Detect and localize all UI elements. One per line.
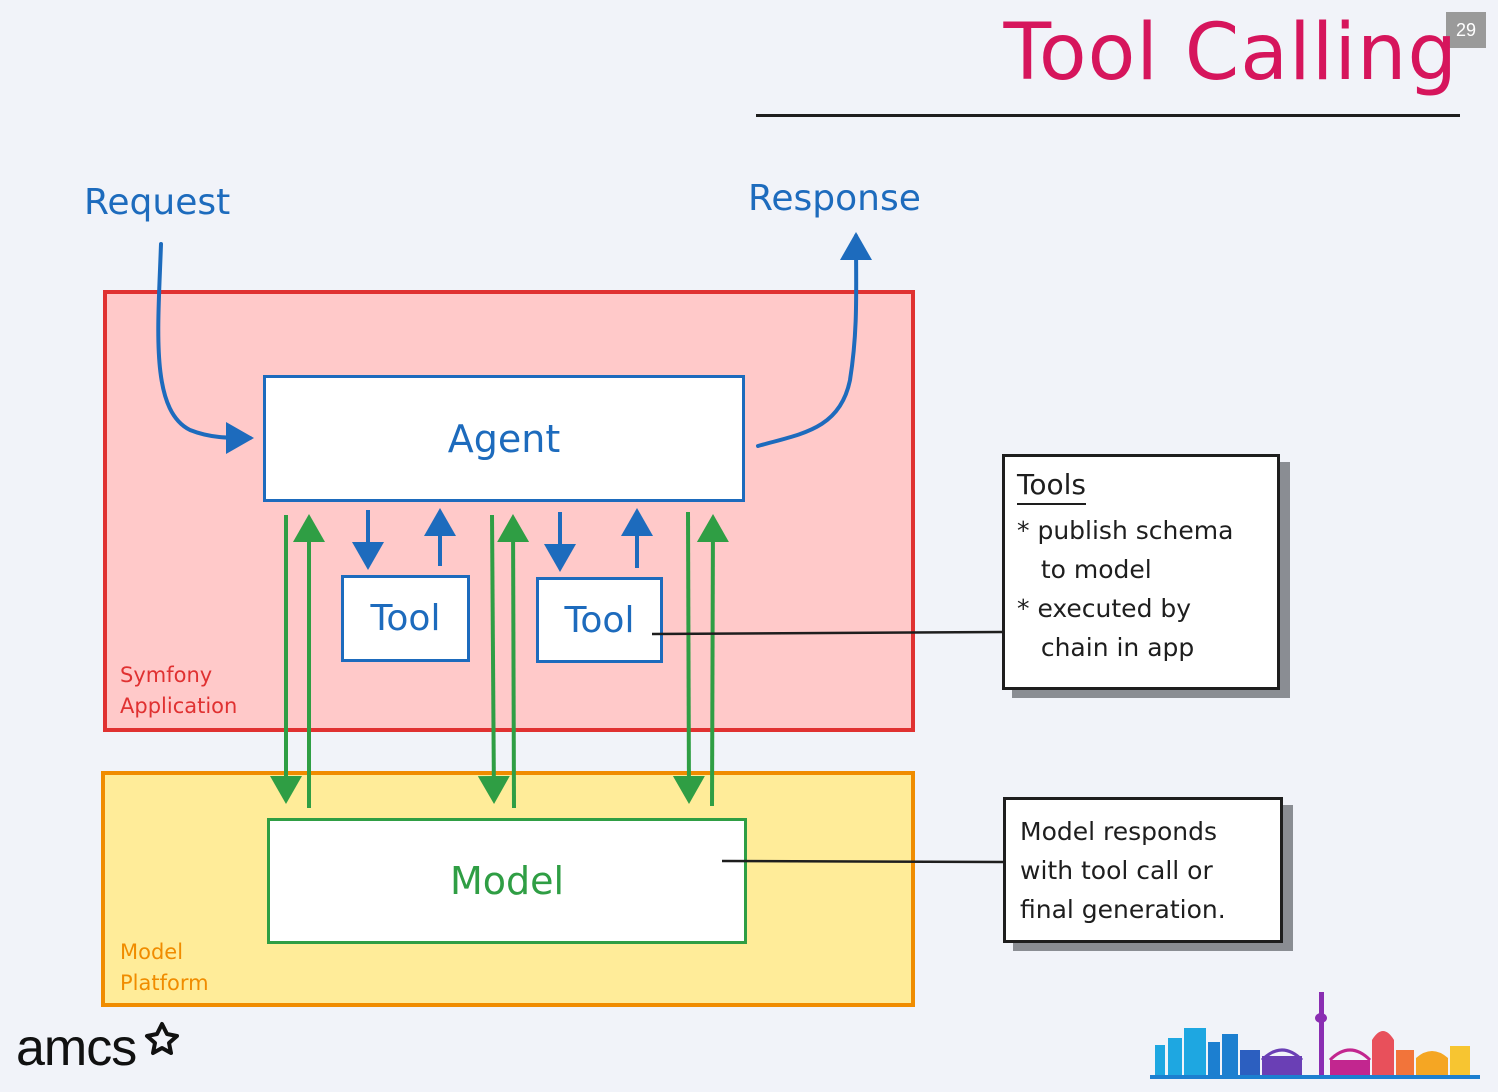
response-arrow [756, 232, 873, 448]
request-label: Request [84, 182, 231, 223]
agent-label: Agent [447, 416, 561, 461]
tools-note-title: Tools [1017, 467, 1086, 505]
request-arrow [156, 242, 254, 454]
tools-note-line: chain in app [1017, 633, 1195, 662]
tool-2-label: Tool [564, 599, 635, 641]
model-to-agent-arrow-2 [497, 514, 530, 809]
tools-note-line: to model [1017, 555, 1152, 584]
tool-1-label: Tool [370, 598, 441, 639]
page-title: Tool Calling [1003, 8, 1458, 98]
model-to-agent-arrow-3 [696, 514, 729, 807]
model-note-line: Model responds [1020, 817, 1218, 846]
agent-node: Agent [263, 375, 745, 502]
model-platform-label: Model Platform [120, 940, 209, 995]
slide-number: 29 [1446, 12, 1486, 48]
tools-note: Tools * publish schema to model * execut… [1002, 454, 1280, 690]
amcs-logo-mark [145, 1022, 179, 1055]
city-skyline-illustration [1150, 992, 1480, 1079]
tool-node-1: Tool [341, 575, 470, 662]
model-node: Model [267, 818, 747, 944]
symfony-application-region [103, 290, 915, 732]
model-note-line: final generation. [1020, 895, 1226, 924]
amcs-logo: amcs [16, 1019, 137, 1077]
model-label: Model [449, 859, 565, 903]
model-note: Model responds with tool call or final g… [1003, 797, 1283, 943]
response-label: Response [748, 178, 921, 219]
agent-to-model-arrow-3 [672, 511, 705, 804]
tools-note-line: * publish schema [1017, 516, 1234, 545]
tools-note-line: * executed by [1017, 594, 1192, 623]
tool-node-2: Tool [536, 577, 663, 663]
model-note-line: with tool call or [1020, 856, 1213, 885]
model-note-connector [721, 859, 1004, 864]
tools-note-connector [651, 630, 1003, 636]
agent-to-model-arrow-2 [477, 514, 510, 804]
symfony-application-label: Symfony Application [120, 663, 238, 718]
title-underline [756, 114, 1460, 117]
